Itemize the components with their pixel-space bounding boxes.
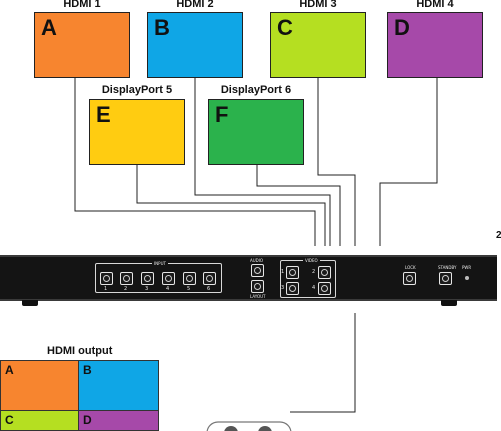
output-title: HDMI output (47, 345, 113, 357)
layout-button[interactable] (251, 280, 264, 293)
source-screen-hdmi-4: D (387, 12, 483, 78)
source-screen-hdmi-3: C (270, 12, 366, 78)
input-number: 3 (145, 286, 149, 292)
source-label-hdmi-4: HDMI 4 (416, 0, 454, 10)
wire-dp-5 (136, 165, 326, 246)
source-label-dp-5: DisplayPort 5 (101, 84, 173, 96)
input-button-6[interactable] (203, 272, 216, 285)
input-button-1[interactable] (100, 272, 113, 285)
video-button-1[interactable] (286, 266, 299, 279)
source-letter: B (154, 15, 170, 40)
video-number: 1 (281, 269, 285, 275)
input-label: INPUT (152, 261, 168, 266)
standby-button[interactable] (439, 272, 452, 285)
video-button-3[interactable] (286, 282, 299, 295)
video-label: VIDEO (303, 258, 320, 263)
wire-hdmi-3 (317, 78, 356, 246)
source-screen-hdmi-1: A (34, 12, 130, 78)
standby-label: STANDBY (438, 265, 457, 270)
wire-hdmi-1 (74, 78, 316, 246)
source-label-hdmi-1: HDMI 1 (63, 0, 101, 10)
quadrant-letter: B (83, 363, 92, 377)
output-quadrant-a: A (0, 360, 79, 411)
lock-button[interactable] (403, 272, 416, 285)
lock-label: LOCK (405, 265, 416, 270)
wire-hdmi-2 (194, 78, 331, 246)
input-button-3[interactable] (141, 272, 154, 285)
video-button-2[interactable] (318, 266, 331, 279)
video-number: 2 (312, 269, 316, 275)
input-number: 2 (124, 286, 128, 292)
input-button-2[interactable] (120, 272, 133, 285)
input-button-5[interactable] (183, 272, 196, 285)
source-screen-dp-6: F (208, 99, 304, 165)
source-screen-hdmi-2: B (147, 12, 243, 78)
output-quadrant-c: C (0, 410, 79, 431)
input-number: 1 (104, 286, 108, 292)
output-quadrant-d: D (78, 410, 159, 431)
video-button-group: VIDEO 1 2 3 4 (280, 258, 336, 298)
source-label-hdmi-2: HDMI 2 (176, 0, 214, 10)
source-letter: C (277, 15, 293, 40)
quadrant-letter: D (83, 413, 92, 427)
source-letter: D (394, 15, 410, 40)
wire-hdmi-4 (379, 78, 438, 246)
quadrant-letter: A (5, 363, 14, 377)
input-number: 5 (187, 286, 191, 292)
output-connector (206, 421, 292, 431)
video-button-4[interactable] (318, 282, 331, 295)
source-letter: E (96, 102, 111, 127)
multiviewer-device: INPUT 1 2 3 4 5 6 AUDIO LAYOUT VIDEO 1 2… (0, 255, 497, 301)
audio-button[interactable] (251, 264, 264, 277)
source-screen-dp-5: E (89, 99, 185, 165)
input-number: 4 (166, 286, 170, 292)
wire-output (290, 313, 356, 413)
power-led (465, 276, 469, 280)
video-number: 4 (312, 285, 316, 291)
quadrant-letter: C (5, 413, 14, 427)
input-button-group: INPUT 1 2 3 4 5 6 (95, 261, 222, 293)
source-letter: A (41, 15, 57, 40)
video-number: 3 (281, 285, 285, 291)
device-foot-right (441, 300, 457, 306)
input-button-4[interactable] (162, 272, 175, 285)
power-label: PWR (462, 265, 472, 270)
output-quadrant-b: B (78, 360, 159, 411)
source-label-dp-6: DisplayPort 6 (220, 84, 292, 96)
source-label-hdmi-3: HDMI 3 (299, 0, 337, 10)
wire-dp-6 (256, 165, 341, 246)
side-mark: 2 (496, 230, 501, 241)
input-number: 6 (207, 286, 211, 292)
audio-label: AUDIO (250, 258, 264, 263)
source-letter: F (215, 102, 229, 127)
layout-label: LAYOUT (250, 294, 266, 299)
device-foot-left (22, 300, 38, 306)
